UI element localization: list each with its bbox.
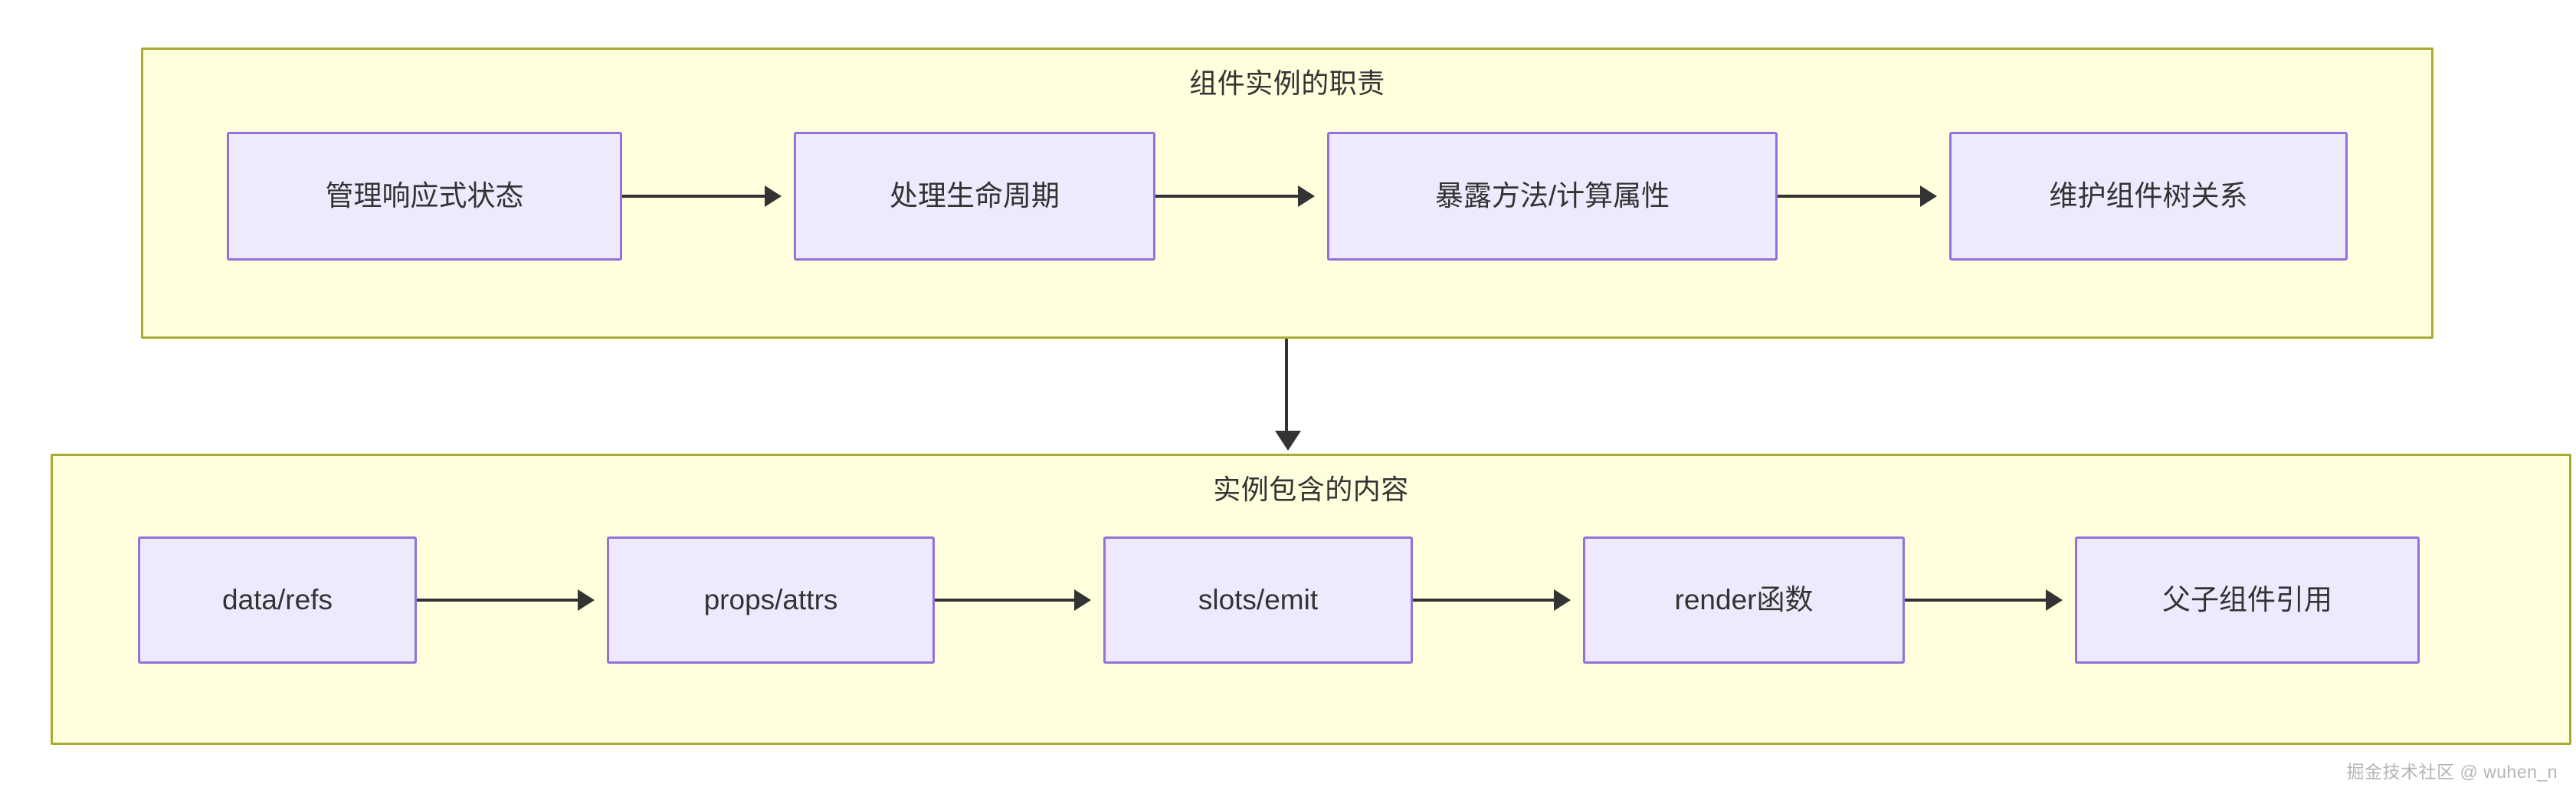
node-data-refs[interactable]: data/refs [138,536,417,664]
node-label: 维护组件树关系 [2049,179,2248,212]
arrow-head-down-icon [1275,431,1301,451]
watermark: 掘金技术社区 @ wuhen_n [2346,762,2558,782]
node-manage-reactive-state[interactable]: 管理响应式状态 [227,132,622,261]
node-label: 处理生命周期 [890,179,1060,212]
arrow-props-attrs-to-slots-emit [935,599,1076,602]
arrow-manage-state-to-lifecycle [622,195,766,198]
node-label: slots/emit [1198,583,1319,615]
arrow-responsibilities-to-contents [1285,339,1288,434]
arrow-head-icon [1298,185,1315,207]
node-slots-emit[interactable]: slots/emit [1103,536,1413,664]
arrow-head-icon [1920,185,1937,207]
node-handle-lifecycle[interactable]: 处理生命周期 [794,132,1155,261]
node-label: render函数 [1674,583,1814,615]
subgraph-responsibilities-title: 组件实例的职责 [1189,67,1385,99]
arrow-expose-methods-to-maintain-tree [1778,195,1922,198]
node-label: props/attrs [703,583,838,615]
node-label: 管理响应式状态 [325,179,524,212]
arrow-lifecycle-to-expose-methods [1155,195,1299,198]
node-props-attrs[interactable]: props/attrs [607,536,935,664]
node-label: 暴露方法/计算属性 [1434,179,1670,212]
arrow-head-icon [1074,589,1091,611]
node-expose-methods[interactable]: 暴露方法/计算属性 [1327,132,1778,261]
arrow-slots-emit-to-render-fn [1413,599,1555,602]
subgraph-contents-title: 实例包含的内容 [1213,474,1409,505]
node-parent-child[interactable]: 父子组件引用 [2075,536,2420,664]
arrow-head-icon [1554,589,1571,611]
node-render-fn[interactable]: render函数 [1583,536,1905,664]
arrow-head-icon [765,185,782,207]
node-label: data/refs [222,583,333,615]
arrow-render-fn-to-parent-child [1905,599,2047,602]
arrow-data-refs-to-props-attrs [417,599,579,602]
arrow-head-icon [2046,589,2063,611]
node-maintain-tree[interactable]: 维护组件树关系 [1949,132,2348,261]
node-label: 父子组件引用 [2162,583,2332,615]
arrow-head-icon [578,589,595,611]
